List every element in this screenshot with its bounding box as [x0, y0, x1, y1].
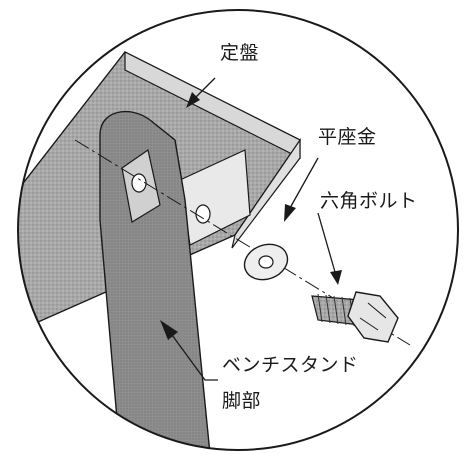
leader-hex-bolt — [317, 212, 342, 285]
hex-bolt — [311, 291, 399, 343]
hex-bolt-label: 六角ボルト — [320, 190, 418, 212]
leader-surface-plate — [186, 77, 216, 108]
surface-plate-label: 定盤 — [220, 42, 260, 64]
flat-washer-label: 平座金 — [318, 126, 377, 148]
surface-plate-edge — [231, 138, 301, 249]
leg-label: 脚部 — [222, 390, 262, 412]
flat-washer — [243, 243, 289, 281]
detail-circle — [17, 9, 459, 451]
plate-hole — [195, 204, 211, 224]
leader-flat-washer — [284, 157, 319, 222]
leader-bench-stand — [160, 320, 218, 381]
bench-stand-label: ベンチスタンド — [222, 354, 359, 376]
